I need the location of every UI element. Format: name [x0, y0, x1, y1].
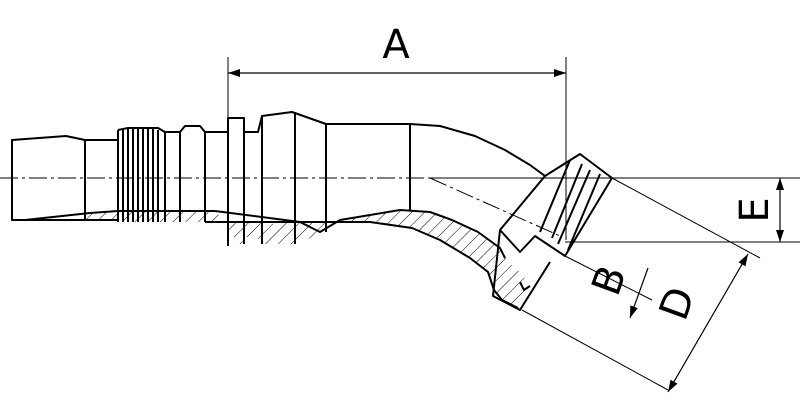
- flange-head: [492, 153, 613, 311]
- dim-label-e: E: [732, 197, 778, 222]
- dimension-lines: [228, 69, 784, 393]
- dim-label-b: B: [583, 260, 636, 302]
- hose-tail: [11, 135, 86, 221]
- center-lines: [0, 177, 561, 237]
- angled-axis-line: [429, 177, 561, 237]
- dim-label-d: D: [651, 281, 705, 326]
- collar: [215, 111, 546, 177]
- fitting-outline: [11, 111, 613, 311]
- dim-b-line: [629, 267, 649, 319]
- serrations: [117, 125, 215, 222]
- dim-d-line: [667, 253, 749, 393]
- dim-label-a: A: [382, 22, 410, 68]
- extension-lines: [227, 57, 800, 391]
- hatched-section: [25, 210, 530, 308]
